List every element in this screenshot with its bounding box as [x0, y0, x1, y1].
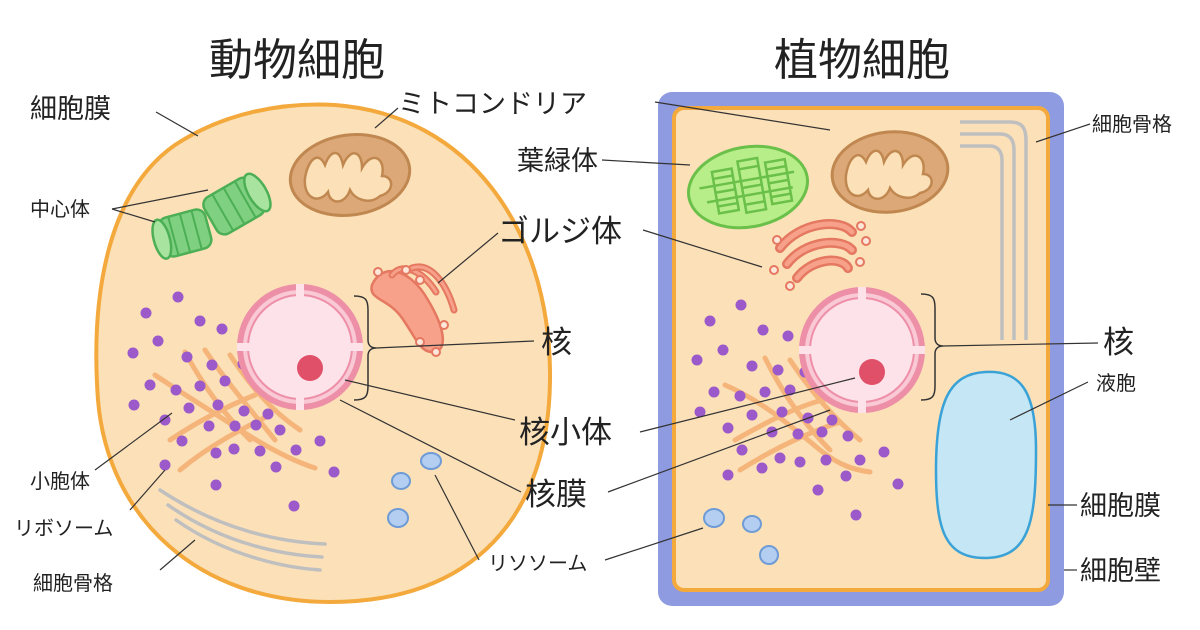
- label-animal-cell-membrane: 細胞膜: [30, 94, 111, 125]
- label-plant-cytoskeleton: 細胞骨格: [1092, 112, 1172, 136]
- label-vesicle: 小胞体: [30, 469, 90, 493]
- chloroplast: [687, 144, 809, 230]
- animal-lysosomes: [387, 452, 442, 528]
- animal-nucleus: [237, 284, 363, 410]
- animal-golgi: [370, 263, 458, 357]
- label-chloroplast: 葉緑体: [517, 146, 598, 177]
- vacuole: [934, 370, 1038, 560]
- label-vacuole: 液胞: [1096, 371, 1136, 395]
- label-lysosome: リソソーム: [488, 551, 587, 575]
- label-nucleus: 核: [541, 325, 572, 361]
- label-ribosome: リボソーム: [14, 516, 113, 540]
- animal-cell: [94, 102, 553, 605]
- animal-cell-title: 動物細胞: [209, 35, 385, 86]
- centrosome: [151, 172, 272, 260]
- label-cell-wall: 細胞壁: [1080, 556, 1161, 587]
- plant-lysosomes: [703, 508, 779, 565]
- label-plant-cell-membrane: 細胞膜: [1080, 491, 1161, 522]
- label-animal-cytoskeleton: 細胞骨格: [33, 571, 113, 595]
- label-nuclear-membrane: 核膜: [525, 477, 587, 513]
- label-centrosome: 中心体: [30, 197, 90, 221]
- plant-cell-title: 植物細胞: [774, 35, 950, 86]
- plant-cell: [658, 92, 1064, 606]
- label-mitochondria: ミトコンドリア: [398, 89, 587, 120]
- plant-golgi: [769, 219, 871, 291]
- plant-mitochondrion: [830, 130, 950, 214]
- animal-nucleolus: [297, 355, 323, 381]
- label-golgi: ゴルジ体: [498, 214, 622, 250]
- label-plant-nucleus: 核: [1103, 325, 1134, 361]
- label-nucleolus: 核小体: [519, 415, 612, 451]
- plant-cytoskeleton: [960, 120, 1028, 340]
- animal-mitochondrion: [288, 133, 412, 217]
- animal-cytoskeleton: [158, 488, 327, 572]
- leader-lines: [94, 101, 1099, 571]
- plant-nucleus: [799, 287, 925, 413]
- plant-nucleolus: [859, 359, 885, 385]
